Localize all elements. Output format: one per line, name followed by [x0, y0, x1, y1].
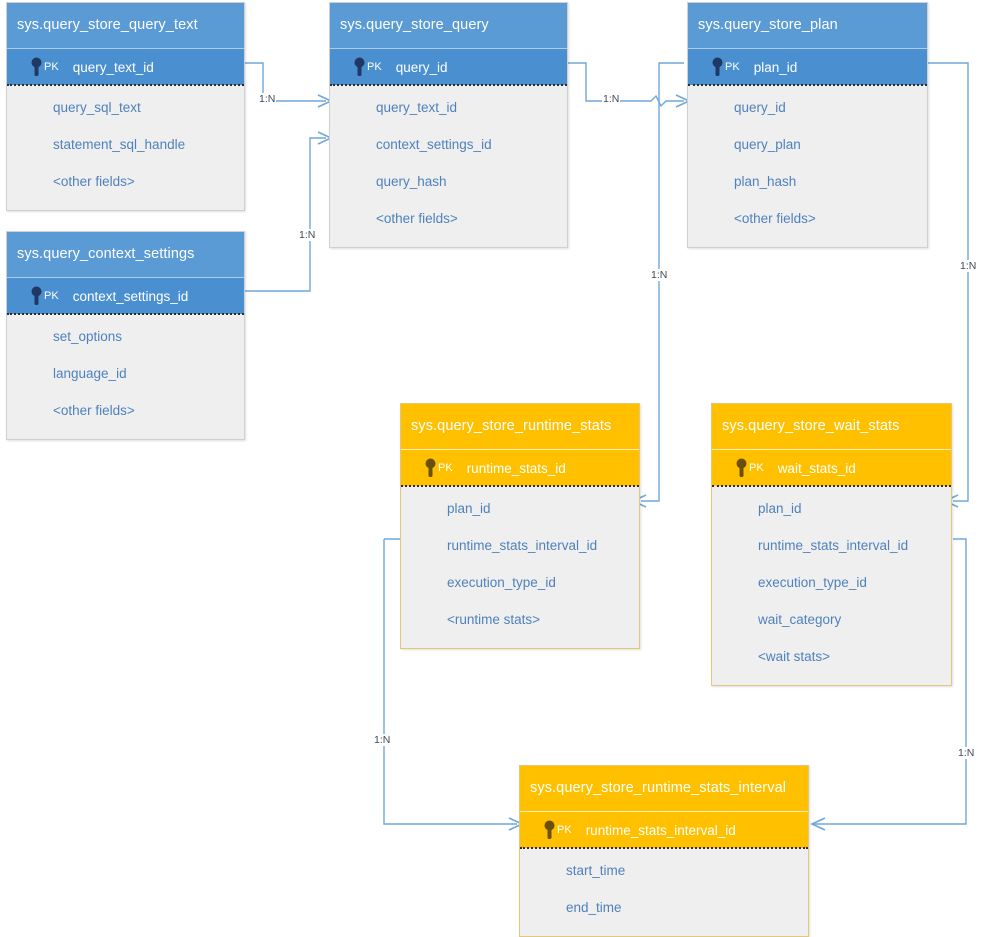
field: execution_type_id	[758, 575, 867, 590]
field: execution_type_id	[447, 575, 556, 590]
connector-context_settings-query	[245, 137, 326, 292]
key-icon	[712, 458, 748, 478]
connector-plan-runtime_stats	[641, 62, 684, 502]
cardinality-label: 1:N	[258, 93, 277, 105]
table-title: sys.query_store_query_text	[7, 3, 244, 48]
pk-field-name: runtime_stats_interval_id	[585, 822, 736, 838]
primary-key-row[interactable]: PK wait_stats_id	[712, 449, 951, 487]
pk-field-name: runtime_stats_id	[466, 460, 566, 476]
key-icon	[7, 57, 43, 77]
field: <other fields>	[53, 403, 135, 418]
pk-field-name: context_settings_id	[72, 288, 189, 304]
cardinality-label: 1:N	[959, 260, 978, 272]
field: plan_id	[447, 501, 491, 516]
table-title: sys.query_store_wait_stats	[712, 404, 951, 449]
field: context_settings_id	[376, 137, 492, 152]
primary-key-row[interactable]: PK runtime_stats_id	[401, 449, 639, 487]
field: end_time	[566, 900, 622, 915]
field-list: set_options language_id <other fields>	[7, 314, 244, 439]
table-title: sys.query_context_settings	[7, 232, 244, 277]
field: set_options	[53, 329, 123, 344]
primary-key-row[interactable]: PK query_text_id	[7, 48, 244, 86]
primary-key-row[interactable]: PK runtime_stats_interval_id	[520, 811, 808, 849]
field-list: plan_id runtime_stats_interval_id execut…	[712, 486, 951, 685]
primary-key-row[interactable]: PK query_id	[330, 48, 567, 86]
primary-key-row[interactable]: PK context_settings_id	[7, 277, 244, 315]
field: query_text_id	[376, 100, 458, 115]
field: wait_category	[758, 612, 842, 627]
pk-field-name: plan_id	[753, 59, 798, 75]
field-list: query_text_id context_settings_id query_…	[330, 85, 567, 247]
table-query-store-wait-stats[interactable]: sys.query_store_wait_stats PK wait_stats…	[711, 403, 952, 686]
field: plan_hash	[734, 174, 797, 189]
table-query-context-settings[interactable]: sys.query_context_settings PK context_se…	[6, 231, 245, 440]
primary-key-row[interactable]: PK plan_id	[688, 48, 927, 86]
key-icon	[401, 458, 437, 478]
field: <other fields>	[734, 211, 816, 226]
key-icon	[688, 57, 724, 77]
table-title: sys.query_store_query	[330, 3, 567, 48]
pk-field-name: query_id	[395, 59, 448, 75]
key-icon	[330, 57, 366, 77]
pk-tag: PK	[749, 462, 764, 474]
pk-tag: PK	[438, 462, 453, 474]
field: query_sql_text	[53, 100, 141, 115]
field-list: query_id query_plan plan_hash <other fie…	[688, 85, 927, 247]
pk-tag: PK	[367, 61, 382, 73]
cardinality-label: 1:N	[373, 734, 392, 746]
field: <other fields>	[376, 211, 458, 226]
key-icon	[7, 286, 43, 306]
table-title: sys.query_store_runtime_stats	[401, 404, 639, 449]
field: start_time	[566, 863, 626, 878]
field: query_hash	[376, 174, 447, 189]
pk-field-name: wait_stats_id	[777, 460, 856, 476]
key-icon	[520, 820, 556, 840]
cardinality-label: 1:N	[298, 229, 317, 241]
connector-query-plan	[568, 62, 684, 108]
field: <other fields>	[53, 174, 135, 189]
table-title: sys.query_store_plan	[688, 3, 927, 48]
field-list: plan_id runtime_stats_interval_id execut…	[401, 486, 639, 648]
table-query-store-runtime-stats[interactable]: sys.query_store_runtime_stats PK runtime…	[400, 403, 640, 649]
pk-field-name: query_text_id	[72, 59, 154, 75]
field-list: start_time end_time	[520, 848, 808, 936]
cardinality-label: 1:N	[602, 93, 621, 105]
table-query-store-query[interactable]: sys.query_store_query PK query_id query_…	[329, 2, 568, 248]
pk-tag: PK	[44, 290, 59, 302]
field: runtime_stats_interval_id	[447, 538, 598, 553]
pk-tag: PK	[44, 61, 59, 73]
pk-tag: PK	[557, 824, 572, 836]
field: language_id	[53, 366, 127, 381]
field: <runtime stats>	[447, 612, 541, 627]
field-list: query_sql_text statement_sql_handle <oth…	[7, 85, 244, 210]
field: query_id	[734, 100, 786, 115]
table-query-store-plan[interactable]: sys.query_store_plan PK plan_id query_id…	[687, 2, 928, 248]
table-query-store-query-text[interactable]: sys.query_store_query_text PK query_text…	[6, 2, 245, 211]
field: runtime_stats_interval_id	[758, 538, 909, 553]
table-query-store-runtime-stats-interval[interactable]: sys.query_store_runtime_stats_interval P…	[519, 765, 809, 937]
pk-tag: PK	[725, 61, 740, 73]
field: <wait stats>	[758, 649, 831, 664]
table-title: sys.query_store_runtime_stats_interval	[520, 766, 808, 811]
field: plan_id	[758, 501, 802, 516]
cardinality-label: 1:N	[650, 269, 669, 281]
field: statement_sql_handle	[53, 137, 186, 152]
cardinality-label: 1:N	[957, 747, 976, 759]
field: query_plan	[734, 137, 801, 152]
